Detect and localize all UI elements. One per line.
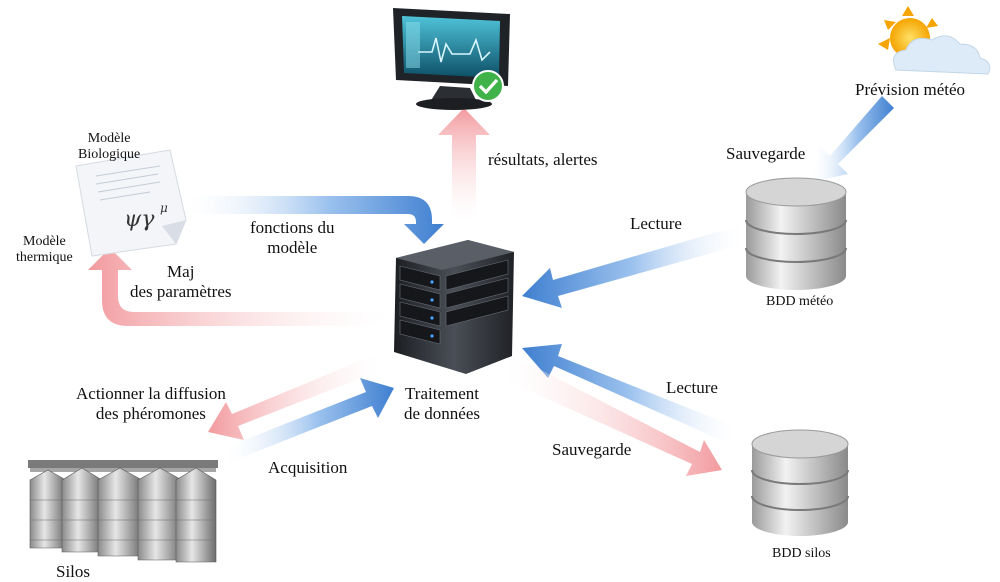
silos-label: Silos (56, 562, 91, 581)
database-icon (751, 429, 849, 536)
arrow-model-functions (185, 196, 444, 244)
formula-document-icon: ψγ μ (75, 149, 187, 257)
server-label: Traitement de données (404, 384, 481, 423)
model-bio-label: Modèle Biologique (78, 131, 141, 162)
weather-read-label: Lecture (630, 214, 682, 233)
weather-save-label: Sauvegarde (726, 144, 806, 163)
pheromones-label: Actionner la diffusion des phéromones (76, 384, 226, 423)
weather-label: Prévision météo (855, 80, 966, 99)
svg-text:μ: μ (160, 201, 168, 215)
arrow-silos-read (522, 344, 738, 444)
model-functions-label: fonctions du modèle (250, 218, 335, 257)
arrow-param-update (88, 248, 388, 326)
arrow-pheromones (208, 356, 382, 440)
silos-read-label: Lecture (666, 378, 718, 397)
db-silos-label: BDD silos (772, 546, 831, 561)
silos-icon (28, 460, 218, 563)
arrow-silos-save (504, 356, 722, 476)
svg-text:ψγ: ψγ (124, 207, 155, 232)
monitor-check-icon (393, 8, 510, 110)
arrow-acquisition (224, 378, 394, 462)
server-icon (394, 240, 514, 374)
arrow-results (438, 108, 490, 222)
db-weather-label: BDD météo (766, 294, 834, 309)
model-thermal-label: Modèle thermique (16, 234, 73, 265)
results-label: résultats, alertes (488, 150, 598, 169)
database-icon (745, 177, 847, 290)
param-update-label: Maj des paramètres (130, 262, 232, 301)
silos-save-label: Sauvegarde (552, 440, 632, 459)
arrow-weather-save (812, 96, 894, 182)
sun-cloud-icon (878, 6, 991, 75)
arrow-weather-read (522, 226, 744, 308)
acquisition-label: Acquisition (268, 458, 348, 477)
